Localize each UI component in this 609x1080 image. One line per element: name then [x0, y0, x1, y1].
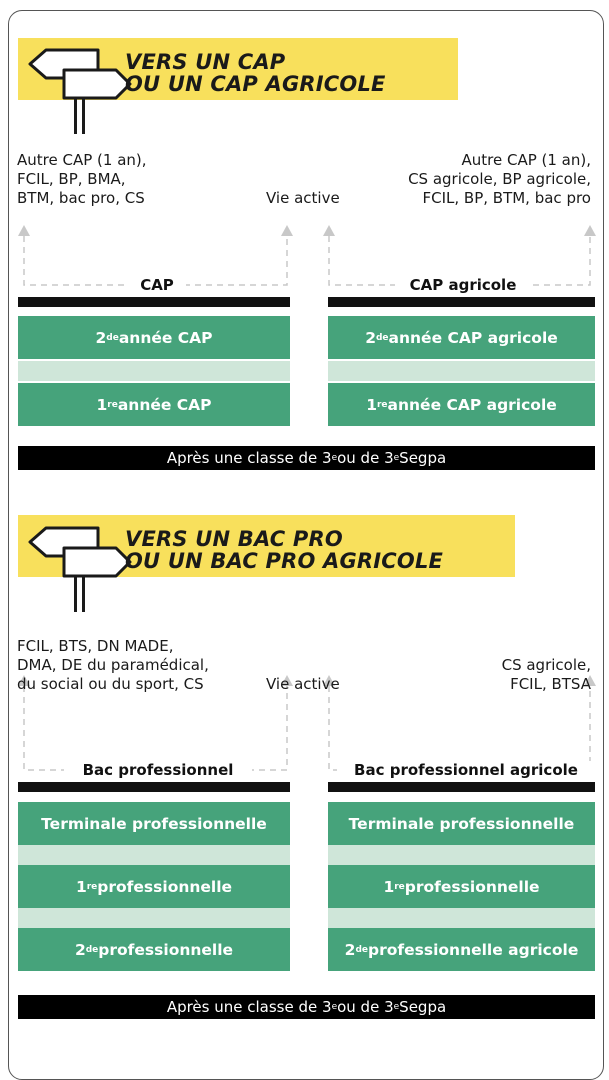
bac-pro-header-bar — [18, 782, 290, 792]
bac-pro-agricole-separator-1 — [328, 845, 595, 865]
bac-pro-agricole-separator-2 — [328, 908, 595, 928]
arrow-up-icon — [18, 675, 30, 686]
arrow-up-icon — [18, 225, 30, 236]
bac-pro-separator-2 — [18, 908, 290, 928]
section1-vie-active: Vie active — [266, 189, 340, 207]
bac-pro-agricole-header-bar — [328, 782, 595, 792]
signpost-icon — [28, 48, 132, 134]
arrow-up-icon — [584, 675, 596, 686]
section1-label-cap: CAP — [128, 276, 186, 294]
connector-bac-pro — [23, 686, 288, 771]
arrow-up-icon — [584, 225, 596, 236]
section2-label-bac-pro: Bac professionnel — [64, 761, 252, 779]
arrow-up-icon — [281, 225, 293, 236]
arrow-up-icon — [323, 675, 335, 686]
cap-separator — [18, 361, 290, 381]
cap-agricole-separator — [328, 361, 595, 381]
section1-label-cap-agricole: CAP agricole — [395, 276, 531, 294]
connector-bac-pro-agricole — [328, 686, 591, 771]
section1-outcomes-right: Autre CAP (1 an), CS agricole, BP agrico… — [408, 151, 591, 207]
bac-pro-separator-1 — [18, 845, 290, 865]
section2-title: VERS UN BAC PRO OU UN BAC PRO AGRICOLE — [125, 527, 444, 573]
section2-vie-active: Vie active — [266, 675, 340, 693]
bac-pro-terminale: Terminale professionnelle — [18, 802, 290, 845]
section2-outcomes-right: CS agricole, FCIL, BTSA — [501, 656, 591, 693]
arrow-up-icon — [323, 225, 335, 236]
section2-outcomes-left: FCIL, BTS, DN MADE, DMA, DE du paramédic… — [17, 637, 209, 693]
signpost-icon — [28, 526, 132, 612]
cap-header-bar — [18, 297, 290, 307]
section2-label-bac-pro-agricole: Bac professionnel agricole — [337, 761, 595, 779]
bac-pro-agricole-terminale: Terminale professionnelle — [328, 802, 595, 845]
arrow-up-icon — [281, 675, 293, 686]
section1-outcomes-left: Autre CAP (1 an), FCIL, BP, BMA, BTM, ba… — [17, 151, 147, 207]
cap-agricole-header-bar — [328, 297, 595, 307]
section1-title: VERS UN CAP OU UN CAP AGRICOLE — [125, 50, 386, 96]
